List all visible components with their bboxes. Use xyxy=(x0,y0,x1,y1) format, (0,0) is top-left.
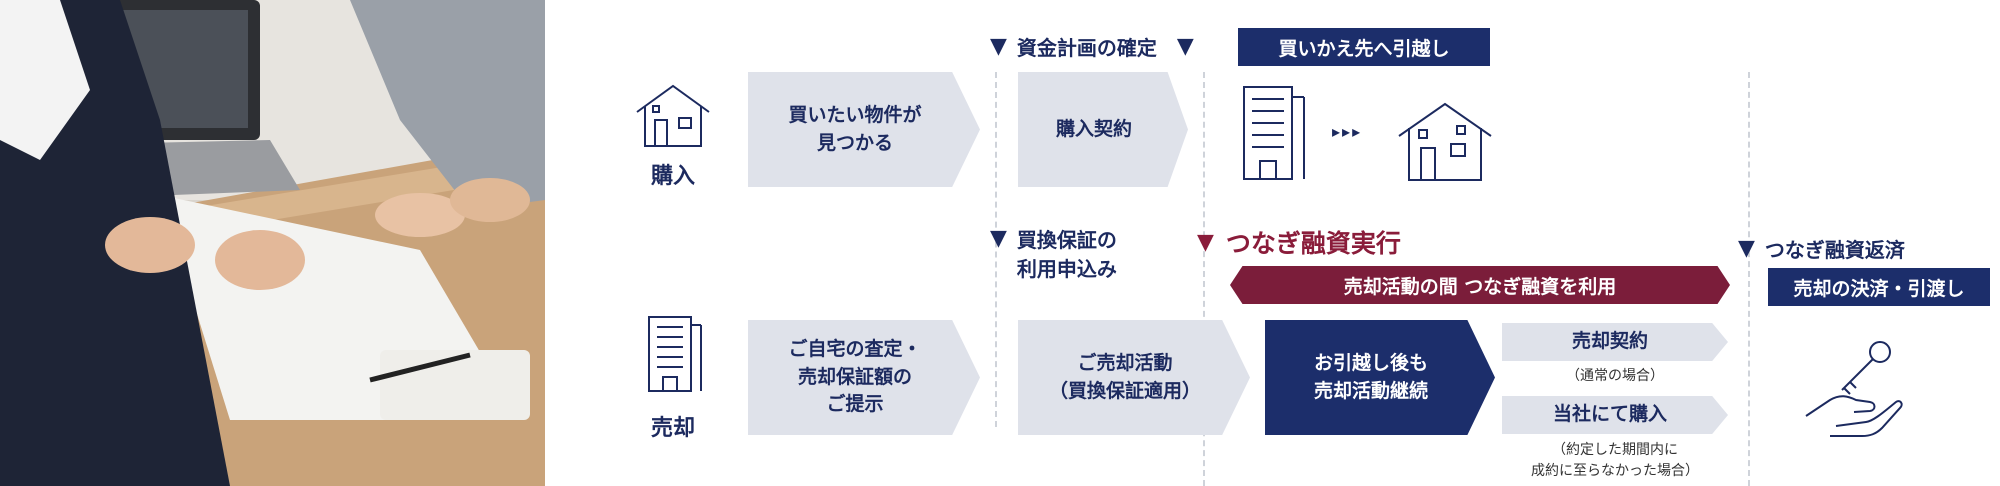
divider-line xyxy=(1748,72,1750,486)
milestone-bridge-repay: ▼ つなぎ融資返済 xyxy=(1738,236,1905,262)
marker-triangle-icon: ▼ xyxy=(990,34,1007,59)
milestone-funding-plan: ▼ 資金計画の確定 ▼ xyxy=(990,34,1194,60)
triple-arrow-icon: ▸▸▸ xyxy=(1332,122,1363,141)
divider-line xyxy=(1203,72,1205,486)
company-buyback-note: （約定した期間内に 成約に至らなかった場合） xyxy=(1531,442,1699,479)
marker-triangle-icon: ▼ xyxy=(1197,229,1214,255)
milestone-bridge-exec: ▼ つなぎ融資実行 xyxy=(1197,229,1401,258)
milestone-guarantee-apply: ▼ 買換保証の 利用申込み xyxy=(990,226,1117,284)
divider-line xyxy=(995,72,997,427)
sale-contract-note: （通常の場合） xyxy=(1566,368,1664,384)
marker-triangle-icon: ▼ xyxy=(990,226,1007,251)
marker-triangle-icon: ▼ xyxy=(1738,236,1755,261)
apartment-building-icon xyxy=(1240,85,1308,185)
step-purchase-contract: 購入契約 xyxy=(1018,72,1188,187)
house-icon xyxy=(1395,100,1495,186)
step-continue-sale: お引越し後も 売却活動継続 xyxy=(1265,320,1495,435)
apartment-building-icon xyxy=(645,315,705,397)
meeting-photo xyxy=(0,0,545,486)
key-hand-icon xyxy=(1800,330,1910,444)
step-find-property: 買いたい物件が 見つかる xyxy=(748,72,980,187)
row-label-sale: 売却 xyxy=(650,416,695,441)
company-buyback-box: 当社にて購入 xyxy=(1502,396,1728,434)
step-appraisal: ご自宅の査定・ 売却保証額の ご提示 xyxy=(748,320,980,435)
row-label-purchase: 購入 xyxy=(650,164,695,189)
settlement-badge: 売却の決済・引渡し xyxy=(1768,268,1990,306)
bridge-loan-bar: 売却活動の間 つなぎ融資を利用 xyxy=(1230,266,1730,304)
sale-contract-box: 売却契約 xyxy=(1502,323,1728,361)
move-badge: 買いかえ先へ引越し xyxy=(1238,28,1490,66)
house-icon xyxy=(633,82,713,152)
marker-triangle-icon: ▼ xyxy=(1176,34,1194,59)
step-sale-activity: ご売却活動 （買換保証適用） xyxy=(1018,320,1250,435)
